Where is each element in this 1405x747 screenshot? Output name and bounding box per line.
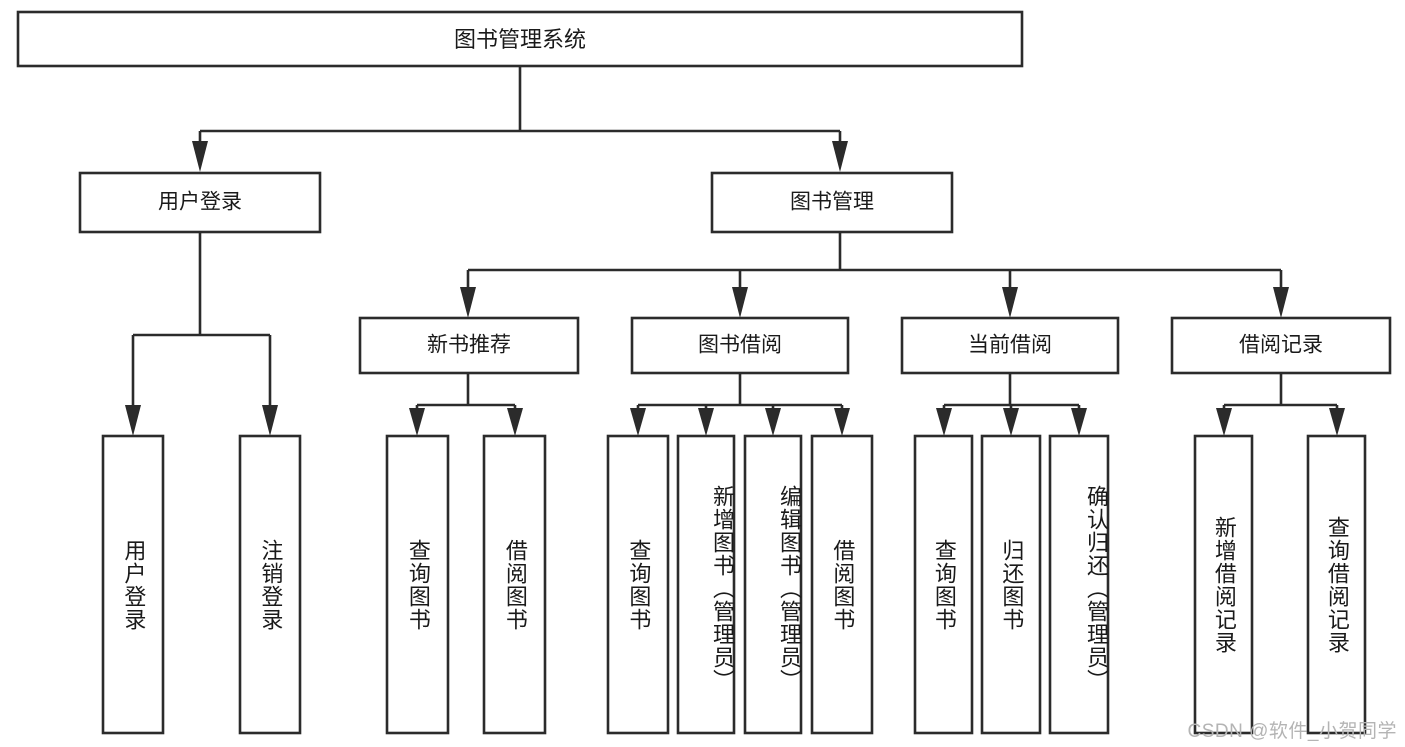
leaf-box-borrow-borrow[interactable] bbox=[810, 434, 874, 735]
arrow-newbook-leaf-2 bbox=[507, 408, 523, 436]
node-borrow-record[interactable]: 借阅记录 bbox=[1170, 316, 1392, 375]
node-current-borrow-box bbox=[900, 316, 1120, 375]
leaf-box-current-confirm-admin[interactable] bbox=[1048, 434, 1110, 735]
leaf-label-borrow-borrow: 借阅图书 bbox=[830, 538, 856, 631]
arrow-to-user-login bbox=[192, 141, 208, 172]
arrow-to-leaf-logout bbox=[262, 405, 278, 436]
node-user-login-box bbox=[78, 171, 322, 234]
leaf-box-user-login[interactable] bbox=[101, 434, 165, 735]
node-book-borrow[interactable]: 图书借阅 bbox=[630, 316, 850, 375]
node-new-book-recommend-box bbox=[358, 316, 580, 375]
leaf-label-newbook-borrow: 借阅图书 bbox=[502, 538, 528, 631]
arrow-borrowrecord-leaf-1 bbox=[1216, 408, 1232, 436]
csdn-watermark: CSDN @软件_小贺同学 bbox=[1187, 721, 1397, 742]
arrow-bookborrow-leaf-1 bbox=[630, 408, 646, 436]
leaf-label-borrow-add-admin: 新增图书（管理员） bbox=[710, 485, 735, 692]
arrow-to-book-borrow bbox=[732, 287, 748, 318]
leaf-box-newbook-query[interactable] bbox=[385, 434, 450, 735]
arrow-to-borrow-record bbox=[1273, 287, 1289, 318]
node-book-borrow-label: 图书借阅 bbox=[698, 334, 782, 357]
node-root-box bbox=[16, 10, 1024, 68]
node-current-borrow-label: 当前借阅 bbox=[968, 334, 1052, 357]
leaf-box-borrow-add-admin[interactable] bbox=[676, 434, 736, 735]
leaf-box-borrow-query[interactable] bbox=[606, 434, 670, 735]
node-book-management-label: 图书管理 bbox=[790, 191, 874, 214]
connector-group bbox=[125, 66, 1345, 436]
leaf-label-current-confirm-admin: 确认归还（管理员） bbox=[1084, 485, 1109, 692]
leaf-label-newbook-query: 查询图书 bbox=[405, 538, 431, 631]
leaf-box-current-query[interactable] bbox=[913, 434, 974, 735]
node-borrow-record-label: 借阅记录 bbox=[1239, 334, 1323, 357]
node-root[interactable]: 图书管理系统 bbox=[16, 10, 1024, 68]
arrow-currentborrow-leaf-3 bbox=[1071, 408, 1087, 436]
arrow-to-book-mgmt bbox=[832, 141, 848, 172]
node-book-management-box bbox=[710, 171, 954, 234]
arrow-borrowrecord-leaf-2 bbox=[1329, 408, 1345, 436]
node-book-management[interactable]: 图书管理 bbox=[710, 171, 954, 234]
arrow-to-new-book-recommend bbox=[460, 287, 476, 318]
leaf-box-logout[interactable] bbox=[238, 434, 302, 735]
leaf-box-record-add[interactable] bbox=[1193, 434, 1254, 735]
leaf-box-record-query[interactable] bbox=[1306, 434, 1367, 735]
leaf-label-current-return: 归还图书 bbox=[999, 538, 1025, 631]
leaf-label-logout: 注销登录 bbox=[258, 538, 284, 631]
leaf-box-current-return[interactable] bbox=[980, 434, 1042, 735]
leaf-box-newbook-borrow[interactable] bbox=[482, 434, 547, 735]
node-user-login-label: 用户登录 bbox=[158, 191, 242, 214]
node-user-login[interactable]: 用户登录 bbox=[78, 171, 322, 234]
leaf-box-borrow-edit-admin[interactable] bbox=[743, 434, 803, 735]
leaf-label-borrow-edit-admin: 编辑图书（管理员） bbox=[777, 485, 802, 692]
node-new-book-recommend-label: 新书推荐 bbox=[427, 334, 511, 357]
leaf-label-record-query: 查询借阅记录 bbox=[1324, 515, 1350, 654]
arrow-bookborrow-leaf-2 bbox=[698, 408, 714, 436]
arrow-bookborrow-leaf-3 bbox=[765, 408, 781, 436]
node-current-borrow[interactable]: 当前借阅 bbox=[900, 316, 1120, 375]
node-root-label: 图书管理系统 bbox=[454, 27, 586, 52]
node-book-borrow-box bbox=[630, 316, 850, 375]
node-new-book-recommend[interactable]: 新书推荐 bbox=[358, 316, 580, 375]
arrow-newbook-leaf-1 bbox=[409, 408, 425, 436]
arrow-currentborrow-leaf-2 bbox=[1003, 408, 1019, 436]
node-borrow-record-box bbox=[1170, 316, 1392, 375]
leaf-label-user-login: 用户登录 bbox=[121, 538, 147, 631]
arrow-to-current-borrow bbox=[1002, 287, 1018, 318]
arrow-to-leaf-user-login bbox=[125, 405, 141, 436]
arrow-currentborrow-leaf-1 bbox=[936, 408, 952, 436]
leaf-label-current-query: 查询图书 bbox=[931, 538, 957, 631]
arrow-bookborrow-leaf-4 bbox=[834, 408, 850, 436]
leaf-label-record-add: 新增借阅记录 bbox=[1211, 515, 1237, 654]
leaf-label-borrow-query: 查询图书 bbox=[626, 538, 652, 631]
